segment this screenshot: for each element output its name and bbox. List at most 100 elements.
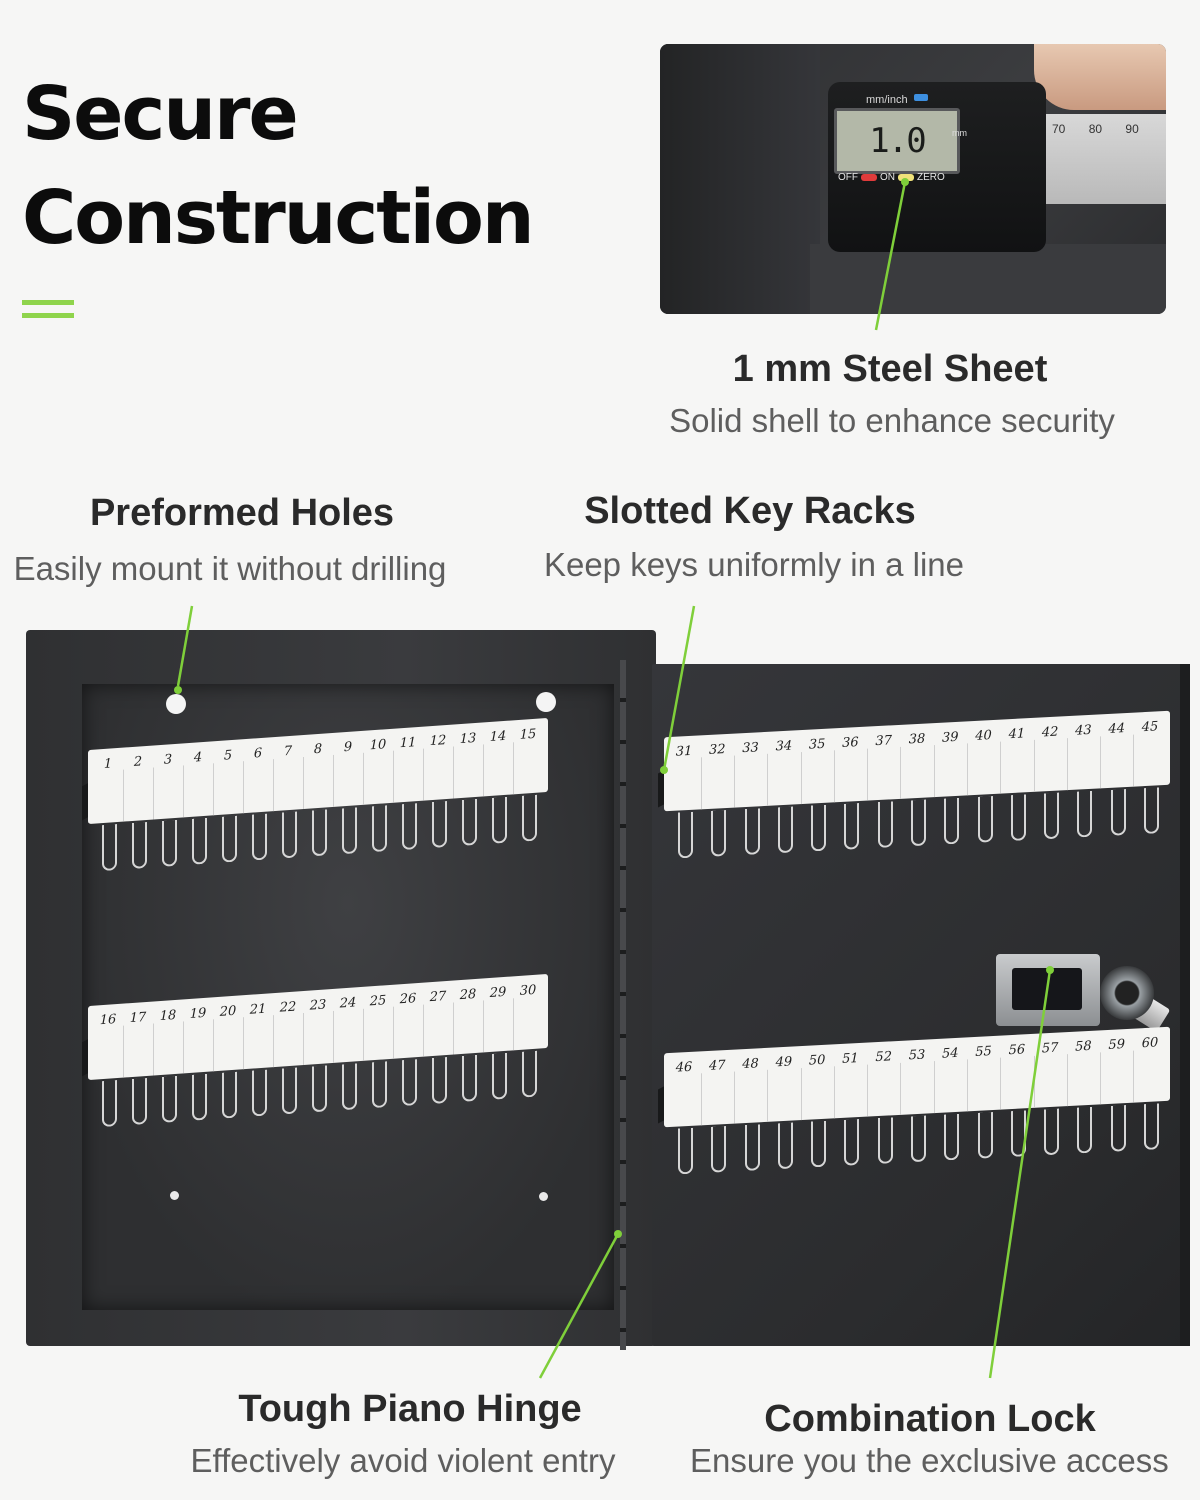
key-tag-number: 45	[1141, 719, 1159, 736]
lock-dial-window	[1012, 968, 1082, 1010]
key-tag-divider	[867, 748, 869, 801]
key-tag-number: 48	[742, 1056, 759, 1073]
key-tag-divider	[483, 744, 484, 797]
key-hook-icon	[462, 798, 477, 846]
key-tag-divider	[303, 756, 304, 810]
off-label: OFF	[838, 172, 858, 183]
racks-subtitle: Keep keys uniformly in a line	[543, 546, 965, 583]
key-tag-number: 44	[1108, 721, 1125, 737]
key-tag-divider	[423, 748, 424, 801]
key-tag-divider	[700, 1073, 702, 1126]
key-hook-icon	[1077, 1106, 1093, 1154]
key-hook-icon	[162, 819, 177, 867]
key-tag-divider	[933, 1061, 935, 1114]
key-hook-icon	[252, 813, 267, 861]
key-tag-number: 56	[1008, 1042, 1026, 1059]
ruler-number: 70	[1052, 122, 1066, 136]
key-hook-icon	[462, 1054, 477, 1102]
key-tag-number: 23	[309, 997, 327, 1014]
ruler-number: 90	[1125, 122, 1139, 136]
key-hook-icon	[402, 803, 417, 851]
ruler-numbers: 70 80 90	[1052, 122, 1139, 136]
key-hook-icon	[1044, 1108, 1060, 1156]
key-tag-divider	[123, 1025, 124, 1078]
key-hook-icon	[1010, 794, 1026, 842]
key-tag-number: 8	[313, 741, 323, 758]
key-hook-icon	[342, 807, 357, 855]
key-tag-number: 14	[489, 728, 507, 745]
key-tag-number: 15	[519, 726, 537, 743]
key-tag-number: 40	[975, 728, 992, 744]
key-hook-icon	[1110, 789, 1126, 836]
key-tag-number: 18	[159, 1007, 177, 1025]
key-hook-icon	[777, 806, 793, 854]
caliper-ruler	[1032, 114, 1166, 204]
key-tag-divider	[153, 1023, 154, 1076]
key-hook-icon	[911, 799, 926, 847]
key-hook-icon	[282, 1067, 297, 1115]
key-tag-divider	[1066, 1054, 1068, 1107]
piano-hinge	[620, 660, 626, 1350]
key-hook-icon	[252, 1069, 267, 1117]
accent-bar-top	[22, 300, 74, 305]
key-hook-icon	[811, 1120, 827, 1168]
key-tag-number: 6	[253, 745, 263, 762]
key-tag-number: 39	[942, 729, 959, 746]
key-hook-icon	[1144, 787, 1159, 835]
key-tag-number: 35	[808, 736, 826, 753]
key-tag-number: 7	[283, 743, 293, 760]
key-tag-number: 51	[842, 1051, 859, 1067]
key-tag-divider	[333, 1010, 334, 1063]
on-label: ON	[880, 172, 895, 183]
off-button-icon	[861, 173, 877, 181]
key-tag-divider	[800, 1068, 802, 1121]
accent-bar-bottom	[22, 313, 74, 318]
lock-title: Combination Lock	[764, 1398, 1096, 1440]
key-hook-icon	[312, 809, 327, 857]
key-tag-number: 50	[808, 1052, 826, 1069]
key-hook-icon	[102, 1080, 117, 1128]
key-hook-icon	[162, 1075, 177, 1123]
key-tag-number: 1	[103, 756, 113, 772]
key-tag-divider	[767, 753, 769, 806]
key-hook-icon	[1044, 792, 1060, 840]
key-tag-divider	[393, 750, 394, 803]
key-hook-icon	[132, 1077, 147, 1126]
key-tag-divider	[243, 1017, 244, 1070]
key-tag-number: 47	[709, 1058, 726, 1074]
key-tag-divider	[933, 745, 935, 798]
key-hook-icon	[977, 796, 993, 843]
key-tag-divider	[303, 1012, 304, 1066]
key-hook-icon	[777, 1122, 793, 1170]
key-tag-divider	[423, 1004, 424, 1057]
key-tag-number: 55	[975, 1044, 992, 1060]
lock-subtitle: Ensure you the exclusive access	[690, 1442, 1169, 1479]
key-tag-number: 16	[99, 1012, 117, 1029]
key-tag-number: 2	[133, 754, 143, 770]
key-tag-number: 36	[842, 735, 859, 751]
key-hook-icon	[492, 796, 507, 844]
key-tag-divider	[123, 769, 124, 822]
key-tag-divider	[513, 998, 514, 1051]
lock-knob-icon	[1100, 966, 1154, 1020]
key-hook-icon	[1077, 790, 1093, 838]
key-hook-icon	[342, 1063, 357, 1111]
key-tag-divider	[1000, 741, 1002, 794]
key-tag-divider	[1000, 1057, 1002, 1110]
combination-lock	[996, 954, 1174, 1032]
key-tag-number: 60	[1141, 1035, 1159, 1052]
key-tag-divider	[393, 1006, 394, 1059]
key-hook-icon	[844, 803, 860, 850]
key-tag-number: 52	[875, 1049, 892, 1066]
key-tag-number: 22	[279, 999, 297, 1016]
key-tag-divider	[733, 1071, 735, 1124]
key-tag-number: 29	[489, 984, 507, 1001]
key-tag-divider	[1100, 1052, 1102, 1105]
key-tag-number: 3	[163, 752, 173, 768]
key-hook-icon	[432, 1056, 447, 1105]
key-tag-divider	[900, 746, 902, 799]
holes-subtitle: Easily mount it without drilling	[13, 550, 447, 587]
